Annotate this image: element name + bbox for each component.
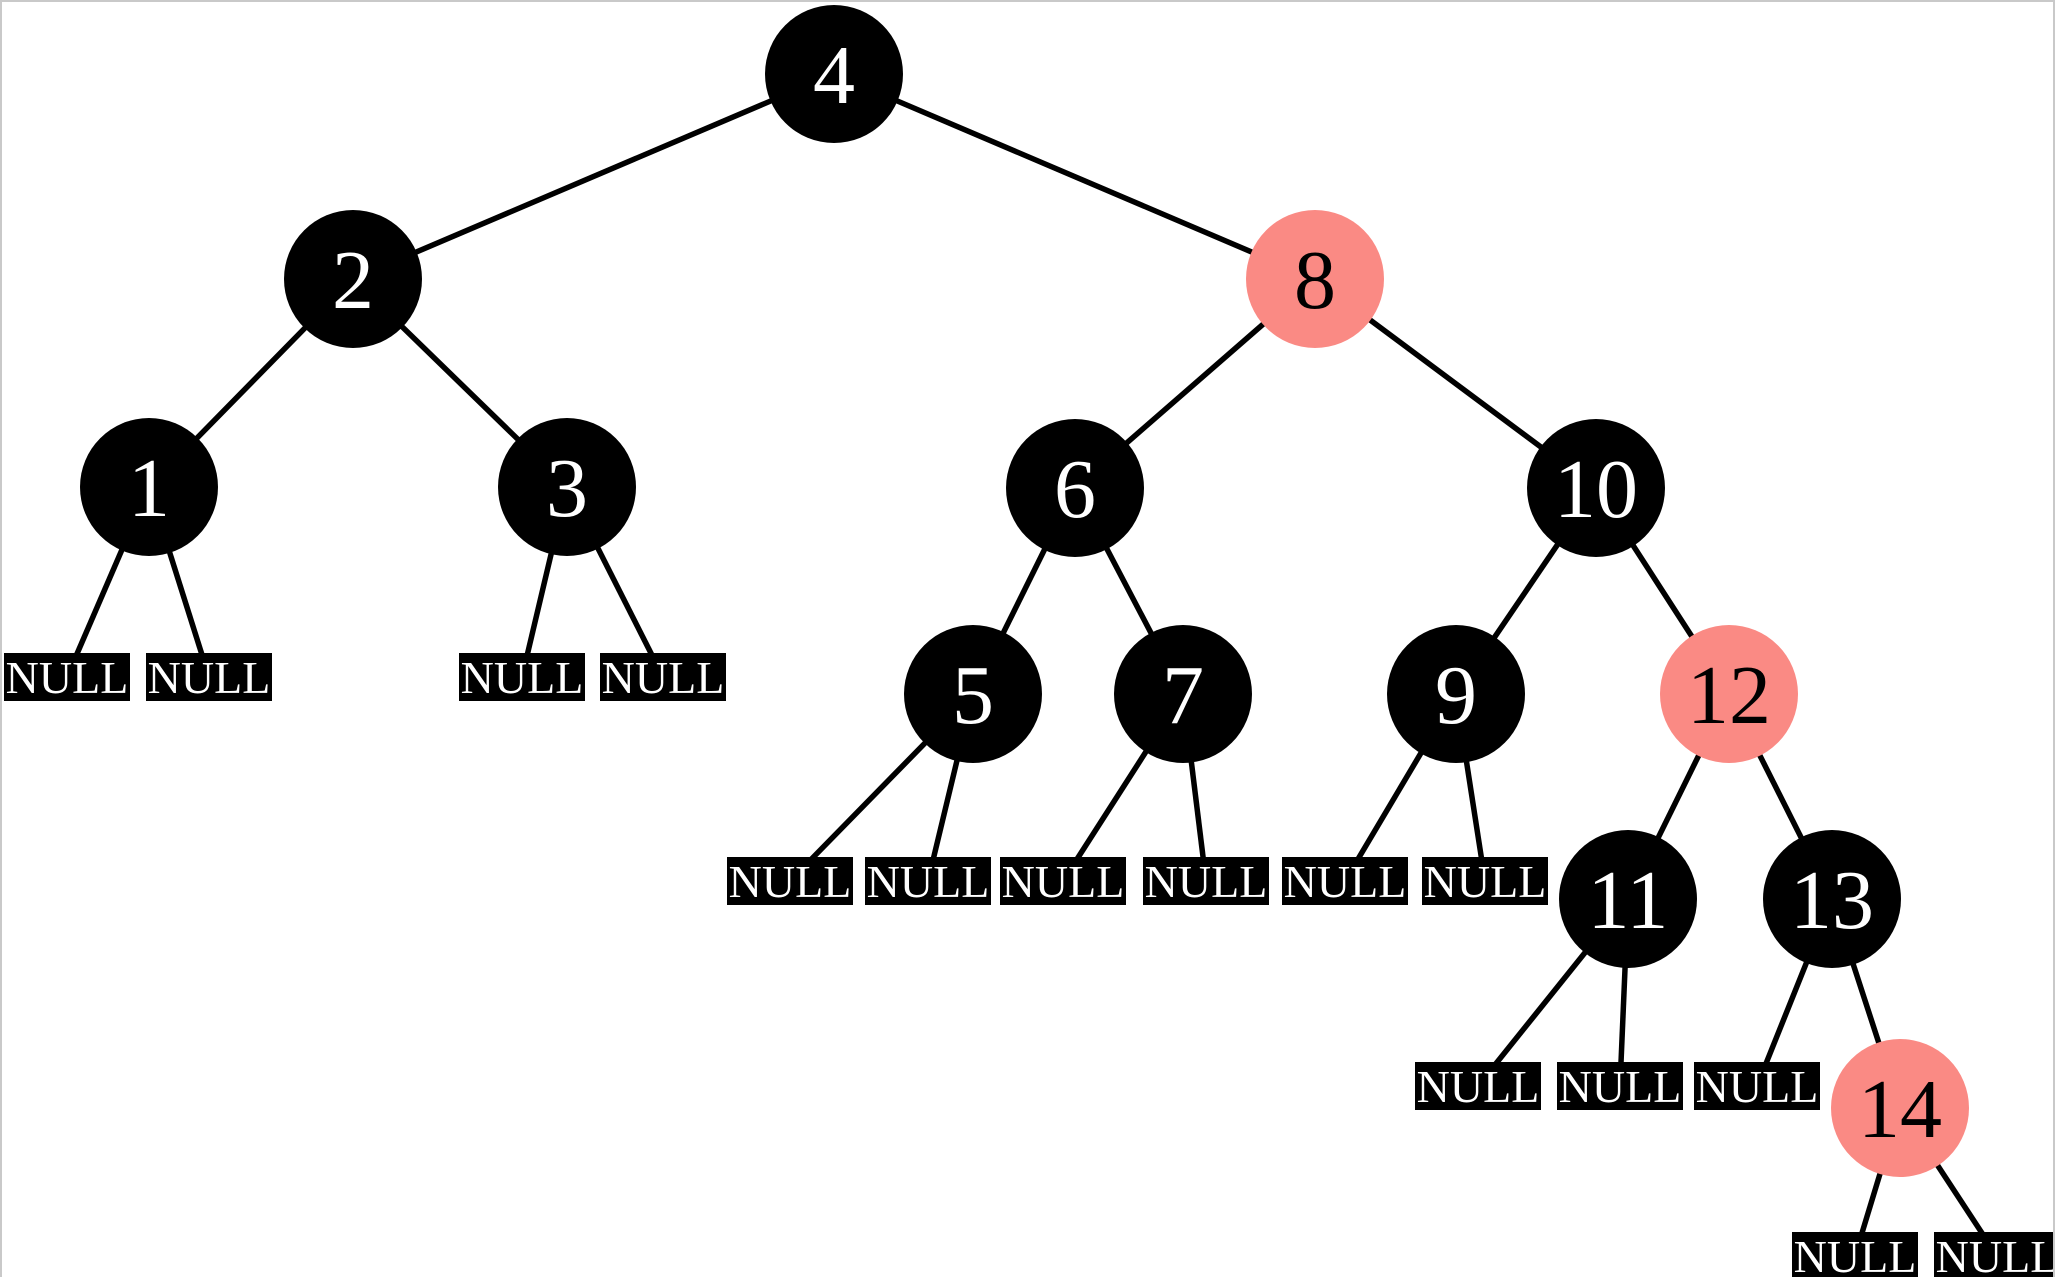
node-circle-1 xyxy=(80,418,218,556)
null-leaf-null-1: NULL xyxy=(4,652,130,703)
null-label-null-1: NULL xyxy=(6,652,129,703)
tree-node-9: 9 xyxy=(1387,625,1525,763)
null-label-null-4: NULL xyxy=(602,652,725,703)
tree-node-10: 10 xyxy=(1527,419,1665,557)
node-label-13: 13 xyxy=(1790,854,1874,947)
node-circle-11 xyxy=(1559,830,1697,968)
null-box-null-14 xyxy=(1792,1232,1918,1277)
node-label-5: 5 xyxy=(952,649,994,742)
tree-node-13: 13 xyxy=(1763,830,1901,968)
node-circle-9 xyxy=(1387,625,1525,763)
null-leaf-null-13: NULL xyxy=(1694,1061,1820,1112)
tree-node-12: 12 xyxy=(1660,625,1798,763)
null-leaf-null-6: NULL xyxy=(865,856,991,907)
node-circle-3 xyxy=(498,418,636,556)
null-box-null-13 xyxy=(1694,1062,1820,1110)
tree-node-11: 11 xyxy=(1559,830,1697,968)
tree-edge-4-2 xyxy=(351,71,836,282)
null-leaf-null-2: NULL xyxy=(146,652,272,703)
null-label-null-12: NULL xyxy=(1559,1061,1682,1112)
null-box-null-11 xyxy=(1415,1062,1541,1110)
null-label-null-8: NULL xyxy=(1145,856,1268,907)
tree-edge-4-8 xyxy=(832,71,1317,282)
null-label-null-5: NULL xyxy=(729,856,852,907)
null-leaf-null-10: NULL xyxy=(1422,856,1548,907)
node-label-10: 10 xyxy=(1554,443,1638,536)
null-leaf-null-15: NULL xyxy=(1934,1231,2055,1277)
node-circle-6 xyxy=(1006,419,1144,557)
null-box-null-4 xyxy=(600,653,726,701)
node-circle-14 xyxy=(1831,1039,1969,1177)
tree-node-8: 8 xyxy=(1246,210,1384,348)
null-leaf-null-12: NULL xyxy=(1557,1061,1683,1112)
null-box-null-12 xyxy=(1557,1062,1683,1110)
tree-node-1: 1 xyxy=(80,418,218,556)
null-leaf-null-8: NULL xyxy=(1143,856,1269,907)
null-leaf-null-5: NULL xyxy=(727,856,853,907)
null-box-null-2 xyxy=(146,653,272,701)
null-leaf-null-4: NULL xyxy=(600,652,726,703)
null-label-null-9: NULL xyxy=(1284,856,1407,907)
null-label-null-10: NULL xyxy=(1424,856,1547,907)
node-label-9: 9 xyxy=(1435,649,1477,742)
node-circle-8 xyxy=(1246,210,1384,348)
null-box-null-6 xyxy=(865,857,991,905)
null-leaf-null-7: NULL xyxy=(1000,856,1126,907)
null-box-null-3 xyxy=(459,653,585,701)
tree-node-2: 2 xyxy=(284,210,422,348)
tree-node-3: 3 xyxy=(498,418,636,556)
null-box-null-15 xyxy=(1934,1232,2053,1277)
null-label-null-14: NULL xyxy=(1794,1231,1917,1277)
node-circle-2 xyxy=(284,210,422,348)
node-label-4: 4 xyxy=(813,29,855,122)
null-box-null-9 xyxy=(1282,857,1408,905)
null-leaf-null-11: NULL xyxy=(1415,1061,1541,1112)
node-label-11: 11 xyxy=(1588,854,1669,947)
node-circle-13 xyxy=(1763,830,1901,968)
tree-node-7: 7 xyxy=(1114,625,1252,763)
tree-node-5: 5 xyxy=(904,625,1042,763)
node-label-1: 1 xyxy=(128,442,170,535)
null-box-null-7 xyxy=(1000,857,1126,905)
null-label-null-13: NULL xyxy=(1696,1061,1819,1112)
null-label-null-2: NULL xyxy=(148,652,271,703)
null-label-null-7: NULL xyxy=(1002,856,1125,907)
node-label-3: 3 xyxy=(546,442,588,535)
node-label-6: 6 xyxy=(1054,443,1096,536)
null-leaf-null-14: NULL xyxy=(1792,1231,1918,1277)
node-label-12: 12 xyxy=(1687,649,1771,742)
node-circle-4 xyxy=(765,5,903,143)
null-box-null-5 xyxy=(727,857,853,905)
node-label-8: 8 xyxy=(1294,234,1336,327)
null-label-null-11: NULL xyxy=(1417,1061,1540,1112)
node-label-14: 14 xyxy=(1858,1063,1942,1156)
null-box-null-1 xyxy=(4,653,130,701)
tree-node-4: 4 xyxy=(765,5,903,143)
tree-node-14: 14 xyxy=(1831,1039,1969,1177)
null-label-null-3: NULL xyxy=(461,652,584,703)
tree-node-6: 6 xyxy=(1006,419,1144,557)
null-leaf-null-9: NULL xyxy=(1282,856,1408,907)
node-label-2: 2 xyxy=(332,234,374,327)
node-circle-12 xyxy=(1660,625,1798,763)
null-leaf-null-3: NULL xyxy=(459,652,585,703)
null-box-null-10 xyxy=(1422,857,1548,905)
node-circle-10 xyxy=(1527,419,1665,557)
node-label-7: 7 xyxy=(1162,649,1204,742)
node-circle-5 xyxy=(904,625,1042,763)
null-label-null-15: NULL xyxy=(1936,1231,2055,1277)
null-label-null-6: NULL xyxy=(867,856,990,907)
node-circle-7 xyxy=(1114,625,1252,763)
null-box-null-8 xyxy=(1143,857,1269,905)
